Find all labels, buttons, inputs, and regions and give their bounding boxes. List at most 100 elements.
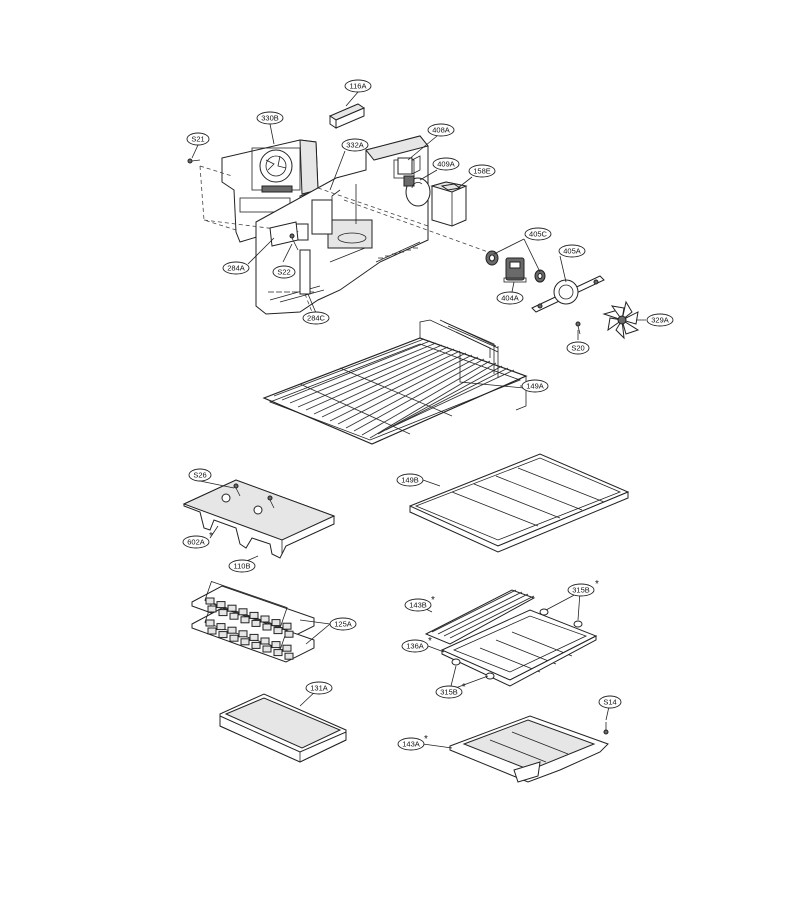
svg-text:158E: 158E bbox=[473, 167, 491, 176]
callout-S20: S20 bbox=[566, 341, 590, 355]
callout-602A: 602A bbox=[182, 535, 210, 549]
screw-S21 bbox=[187, 158, 201, 164]
svg-text:S14: S14 bbox=[603, 698, 616, 707]
callout-158E: 158E bbox=[468, 164, 496, 178]
svg-text:S26: S26 bbox=[193, 471, 206, 480]
ice-cell bbox=[282, 622, 292, 630]
lamp-socket-408A bbox=[397, 155, 421, 175]
callout-404A: 404A bbox=[496, 291, 524, 305]
ice-cell bbox=[238, 630, 248, 638]
assembly-path-2 bbox=[343, 199, 489, 253]
ice-cell bbox=[238, 608, 248, 616]
lamp-cover-158E bbox=[430, 181, 468, 227]
ice-cell bbox=[216, 623, 226, 631]
svg-text:136A: 136A bbox=[406, 642, 424, 651]
svg-text:125A: 125A bbox=[334, 620, 352, 629]
screw-S14 bbox=[603, 722, 609, 735]
ice-tray-cells bbox=[205, 597, 294, 660]
service-marks: * * * * * * bbox=[209, 531, 599, 745]
svg-text:149A: 149A bbox=[526, 382, 544, 391]
callout-315B-bottom: 315B bbox=[435, 685, 463, 699]
callout-S21: S21 bbox=[186, 132, 210, 146]
svg-text:405A: 405A bbox=[563, 247, 581, 256]
callout-405A: 405A bbox=[558, 244, 586, 258]
shelf-frame-136A bbox=[441, 609, 598, 687]
service-mark-136A: * bbox=[428, 636, 432, 647]
glass-shelf-149B bbox=[409, 453, 630, 553]
callout-layer: 116A 330B S21 408A 332A 409A 158E 284A bbox=[182, 79, 674, 751]
svg-text:149B: 149B bbox=[401, 476, 419, 485]
callout-136A: 136A bbox=[401, 639, 429, 653]
callout-S22: S22 bbox=[272, 265, 296, 279]
ice-cell bbox=[251, 619, 261, 627]
svg-text:284A: 284A bbox=[227, 264, 245, 273]
ice-cell bbox=[218, 609, 228, 617]
ice-cell bbox=[284, 652, 294, 660]
callout-S26: S26 bbox=[188, 468, 212, 482]
svg-text:110B: 110B bbox=[234, 562, 251, 571]
duct-panel-332A bbox=[255, 135, 429, 315]
svg-text:143A: 143A bbox=[402, 740, 420, 749]
ice-cell bbox=[207, 605, 217, 613]
callout-408A: 408A bbox=[427, 123, 455, 137]
svg-text:284C: 284C bbox=[307, 314, 326, 323]
ice-cell bbox=[271, 641, 281, 649]
ice-cell bbox=[251, 641, 261, 649]
shelf-clips-315B bbox=[451, 608, 583, 680]
ice-cell bbox=[262, 645, 272, 653]
callout-143A: 143A bbox=[397, 737, 425, 751]
ice-bracket-110B bbox=[182, 479, 336, 559]
service-mark-143B: * bbox=[431, 595, 435, 606]
callout-110B: 110B bbox=[228, 559, 256, 573]
callout-S14: S14 bbox=[598, 695, 622, 709]
ice-cell bbox=[205, 597, 215, 605]
svg-text:330B: 330B bbox=[261, 114, 279, 123]
ice-bin-131A bbox=[219, 693, 347, 763]
ice-cell bbox=[227, 604, 237, 612]
ice-cell bbox=[260, 615, 270, 623]
ice-cell bbox=[240, 616, 250, 624]
svg-text:315B: 315B bbox=[572, 586, 590, 595]
ice-cell bbox=[249, 633, 259, 641]
ice-cell bbox=[229, 612, 239, 620]
svg-text:131A: 131A bbox=[310, 684, 328, 693]
ice-cell bbox=[284, 630, 294, 638]
ice-cell bbox=[229, 634, 239, 642]
leader-lines bbox=[191, 91, 646, 749]
motor-grommet-405C-left bbox=[485, 250, 499, 266]
svg-text:S22: S22 bbox=[277, 268, 290, 277]
callout-116A: 116A bbox=[344, 79, 372, 93]
svg-text:315B: 315B bbox=[440, 688, 458, 697]
ice-cell bbox=[273, 627, 283, 635]
svg-text:S21: S21 bbox=[191, 135, 204, 144]
callout-405C: 405C bbox=[524, 227, 552, 241]
ice-cell bbox=[271, 619, 281, 627]
service-mark-315B-top: * bbox=[595, 579, 599, 590]
callout-329A: 329A bbox=[646, 313, 674, 327]
callout-149B: 149B bbox=[396, 473, 424, 487]
svg-text:404A: 404A bbox=[501, 294, 519, 303]
callout-409A: 409A bbox=[432, 157, 460, 171]
callout-149A: 149A bbox=[521, 379, 549, 393]
ice-cell bbox=[262, 623, 272, 631]
wire-shelf-149A bbox=[262, 319, 528, 445]
assembly-path bbox=[199, 165, 429, 233]
lamp-bulb-409A bbox=[403, 175, 431, 207]
ice-cell bbox=[240, 638, 250, 646]
screw-S20 bbox=[575, 321, 581, 335]
svg-text:116A: 116A bbox=[350, 82, 367, 91]
svg-text:409A: 409A bbox=[437, 160, 455, 169]
service-mark-602A: * bbox=[209, 531, 213, 542]
service-mark-315B-bottom: * bbox=[462, 682, 466, 693]
ice-cell bbox=[282, 644, 292, 652]
callout-131A: 131A bbox=[305, 681, 333, 695]
service-mark-143A: * bbox=[424, 734, 428, 745]
callout-143B: 143B bbox=[404, 598, 432, 612]
callout-284A: 284A bbox=[222, 261, 250, 275]
bracket-284A bbox=[269, 221, 299, 247]
shelf-143A bbox=[449, 715, 609, 783]
svg-text:405C: 405C bbox=[529, 230, 548, 239]
callout-284C: 284C bbox=[302, 311, 330, 325]
ice-cell bbox=[249, 611, 259, 619]
